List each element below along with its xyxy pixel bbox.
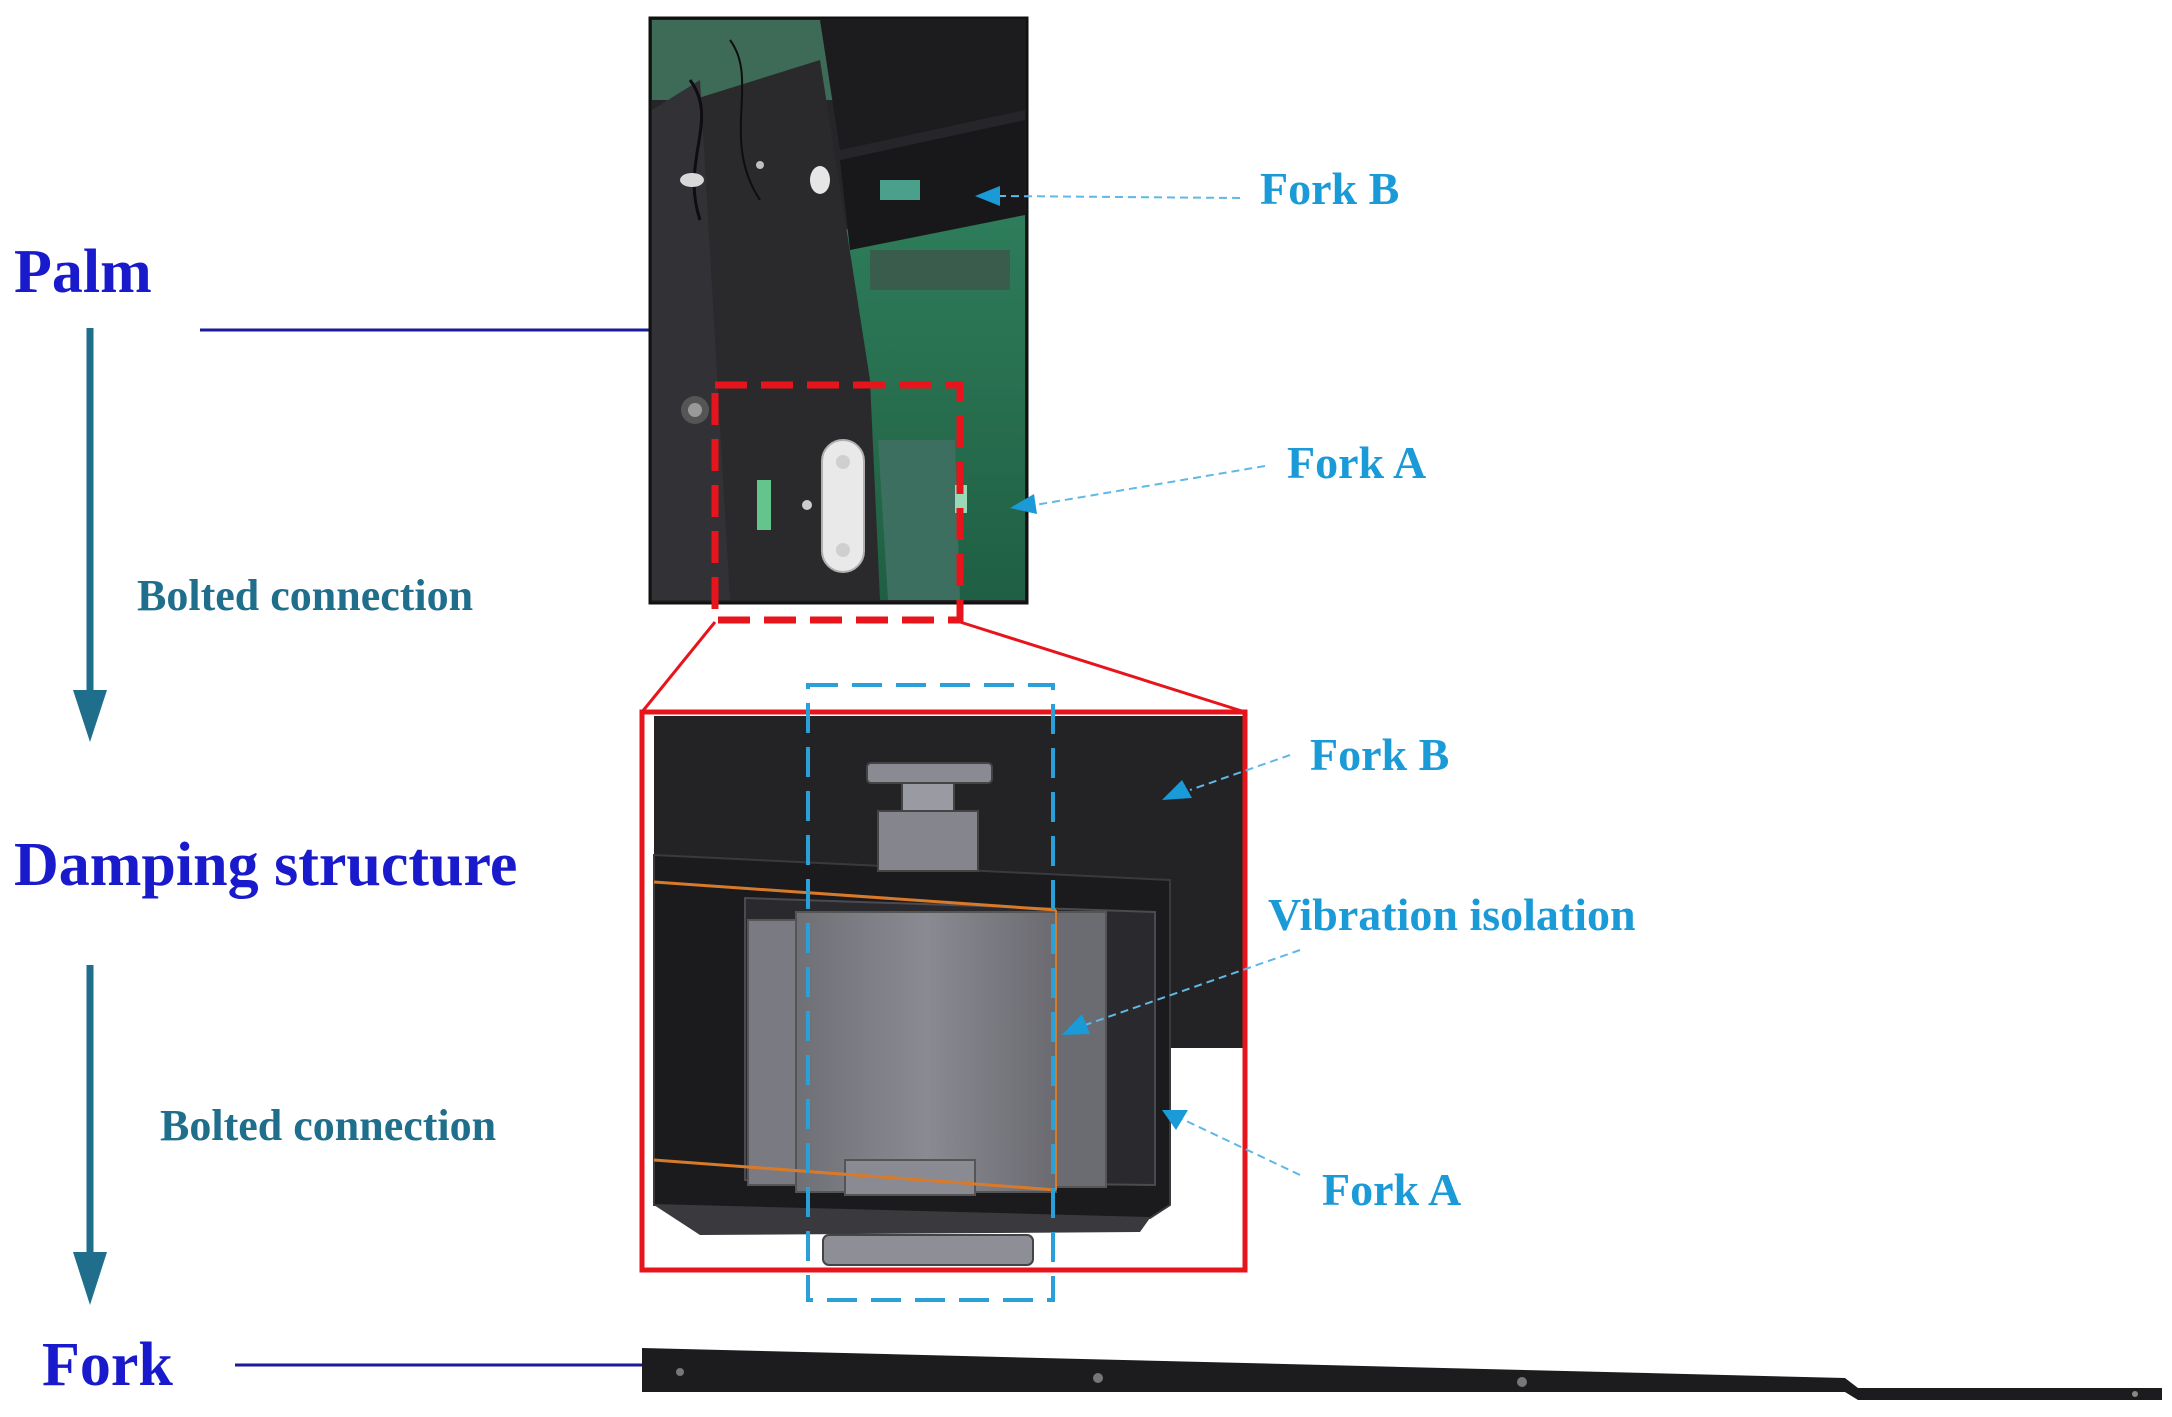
photo-callout-fork-a: Fork A (1010, 437, 1426, 514)
photo-fork-a-label: Fork A (1287, 437, 1426, 488)
cad-zoom-frame (639, 709, 1248, 1273)
damping-cad-view (642, 712, 1245, 1270)
fork-bar (642, 1348, 2162, 1400)
flow-arrow-2 (73, 965, 107, 1305)
cad-callout-fork-a: Fork A (1162, 1110, 1461, 1215)
cad-callout-vibration-isolation: Vibration isolation (1062, 889, 1636, 1035)
fork-label: Fork (42, 1331, 173, 1399)
cad-vibration-isolation-label: Vibration isolation (1268, 889, 1636, 940)
palm-photo (648, 16, 1029, 605)
flow-arrow-1 (73, 328, 107, 742)
zoom-region-box (711, 381, 964, 624)
zoom-connector-left (640, 621, 717, 713)
bolted-connection-label-1: Bolted connection (137, 571, 473, 620)
zoom-connector-right (959, 620, 1246, 714)
palm-label: Palm (14, 238, 152, 306)
damping-structure-label: Damping structure (14, 831, 517, 899)
photo-callout-fork-b: Fork B (975, 163, 1399, 214)
photo-fork-b-label: Fork B (1260, 163, 1399, 214)
cad-fork-b-label: Fork B (1310, 729, 1449, 780)
bolted-connection-label-2: Bolted connection (160, 1101, 496, 1150)
cad-fork-a-label: Fork A (1322, 1164, 1461, 1215)
vibration-isolation-box (806, 683, 1055, 1302)
cad-callout-fork-b: Fork B (1162, 729, 1449, 800)
